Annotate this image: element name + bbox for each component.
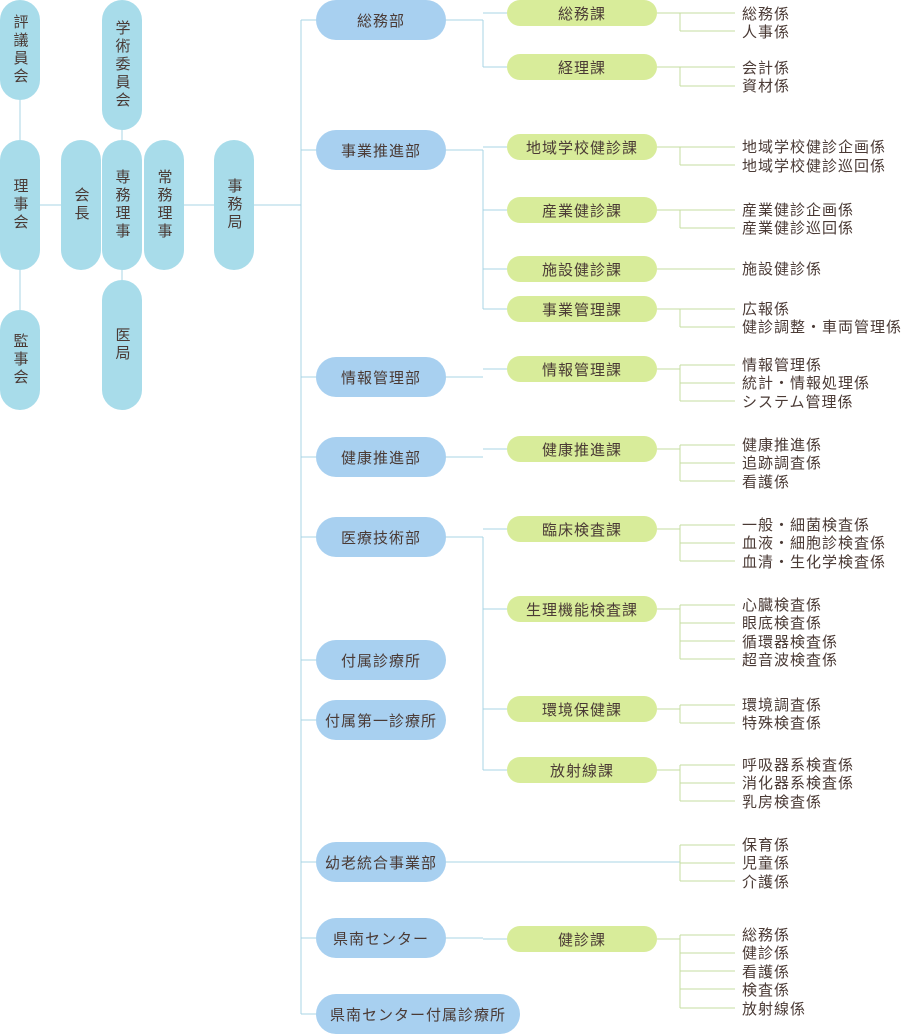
staff-item: 循環器検査係 — [742, 633, 839, 651]
staff-item: 児童係 — [742, 854, 791, 872]
sect-chiiki-gakko-kenshin: 地域学校健診課 — [507, 134, 657, 160]
dept-yoro-togo-jigyo: 幼老統合事業部 — [316, 842, 446, 882]
staff-item: 血液・細胞診検査係 — [742, 534, 887, 552]
staff-item: 看護係 — [742, 473, 791, 491]
staff-item: 消化器系検査係 — [742, 774, 855, 792]
dept-kennan-center-fuzoku-shinryojo: 県南センター付属診療所 — [316, 994, 520, 1034]
node-hyogiinkai: 評議員会 — [0, 0, 40, 100]
dept-jigyo-suishin: 事業推進部 — [316, 130, 446, 170]
staff-item: 看護係 — [742, 963, 791, 981]
dept-fuzoku-daiichi-shinryojo: 付属第一診療所 — [316, 700, 446, 740]
node-kaicho: 会長 — [61, 140, 101, 270]
sect-joho-kanri: 情報管理課 — [507, 356, 657, 382]
staff-item: 血清・生化学検査係 — [742, 553, 887, 571]
node-jomu-riji: 常務理事 — [144, 140, 184, 270]
node-gakujutsu-iinkai: 学術委員会 — [102, 0, 142, 130]
staff-item: 呼吸器系検査係 — [742, 756, 855, 774]
staff-item: 施設健診係 — [742, 260, 823, 278]
sect-kenko-suishin: 健康推進課 — [507, 436, 657, 462]
staff-item: 健康推進係 — [742, 436, 823, 454]
staff-item: 資材係 — [742, 77, 791, 95]
dept-kenko-suishin: 健康推進部 — [316, 437, 446, 477]
staff-item: 一般・細菌検査係 — [742, 516, 871, 534]
staff-item: システム管理係 — [742, 393, 854, 411]
sect-somu: 総務課 — [507, 0, 657, 26]
sect-rinsho-kensa: 臨床検査課 — [507, 516, 657, 542]
dept-somu: 総務部 — [316, 0, 446, 40]
sect-kenshin: 健診課 — [507, 926, 657, 952]
staff-item: 超音波検査係 — [742, 651, 839, 669]
dept-kennan-center: 県南センター — [316, 918, 446, 958]
staff-item: 情報管理係 — [742, 356, 823, 374]
staff-item: 地域学校健診巡回係 — [742, 157, 887, 175]
staff-item: 検査係 — [742, 981, 791, 999]
staff-item: 統計・情報処理係 — [742, 374, 871, 392]
sect-jigyo-kanri: 事業管理課 — [507, 296, 657, 322]
staff-item: 環境調査係 — [742, 696, 823, 714]
staff-item: 総務係 — [742, 926, 791, 944]
staff-item: 放射線係 — [742, 1000, 807, 1018]
sect-sangyo-kenshin: 産業健診課 — [507, 197, 657, 223]
staff-item: 地域学校健診企画係 — [742, 138, 887, 156]
staff-item: 健診調整・車両管理係 — [742, 318, 903, 336]
sect-seiri-kino-kensa: 生理機能検査課 — [507, 596, 657, 622]
sect-keiri: 経理課 — [507, 54, 657, 80]
staff-item: 眼底検査係 — [742, 614, 823, 632]
sect-hoshasen: 放射線課 — [507, 757, 657, 783]
staff-item: 特殊検査係 — [742, 714, 823, 732]
node-jimukyoku: 事務局 — [214, 140, 254, 270]
staff-item: 人事係 — [742, 23, 791, 41]
staff-item: 総務係 — [742, 5, 791, 23]
sect-kankyo-hoken: 環境保健課 — [507, 696, 657, 722]
staff-item: 追跡調査係 — [742, 454, 823, 472]
node-kanjikai: 監事会 — [0, 310, 40, 410]
staff-item: 介護係 — [742, 873, 791, 891]
staff-item: 産業健診巡回係 — [742, 219, 855, 237]
staff-item: 保育係 — [742, 836, 791, 854]
staff-item: 産業健診企画係 — [742, 201, 855, 219]
staff-item: 心臓検査係 — [742, 596, 823, 614]
node-senmu-riji: 専務理事 — [102, 140, 142, 270]
staff-item: 会計係 — [742, 59, 791, 77]
staff-item: 広報係 — [742, 300, 791, 318]
node-ikyoku: 医局 — [102, 280, 142, 410]
staff-item: 乳房検査係 — [742, 793, 823, 811]
dept-joho-kanri: 情報管理部 — [316, 357, 446, 397]
node-rijikai: 理事会 — [0, 140, 40, 270]
sect-shisetsu-kenshin: 施設健診課 — [507, 256, 657, 282]
dept-iryo-gijutsu: 医療技術部 — [316, 517, 446, 557]
dept-fuzoku-shinryojo: 付属診療所 — [316, 640, 446, 680]
staff-item: 健診係 — [742, 944, 791, 962]
